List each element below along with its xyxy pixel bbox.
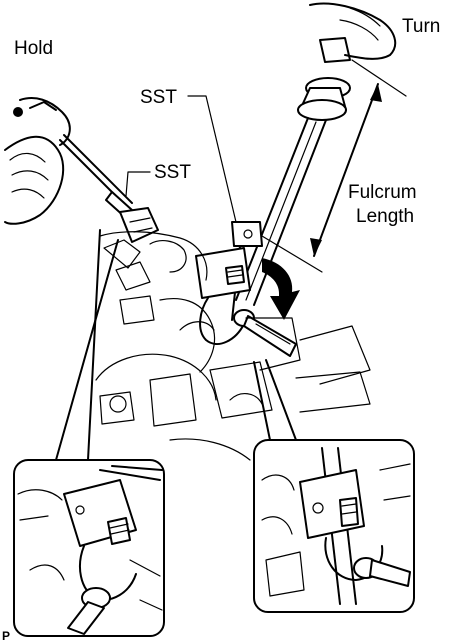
turn-label: Turn: [402, 16, 440, 37]
fulcrum-label: Fulcrum: [348, 182, 417, 203]
sst-lower-label: SST: [154, 162, 191, 183]
hold-label: Hold: [14, 38, 53, 59]
label-leaders: [125, 95, 237, 223]
reference-code: P: [2, 629, 10, 643]
right-sst-head: [195, 247, 297, 357]
callout-right: [253, 439, 415, 613]
length-label: Length: [356, 206, 414, 227]
left-sst-tool: [59, 134, 159, 243]
callout-left: [13, 459, 165, 637]
engine-body-illustration: [95, 231, 371, 461]
right-sst-handle: [231, 77, 351, 321]
sst-upper-label: SST: [140, 87, 177, 108]
left-hand-illustration: [4, 97, 71, 225]
fulcrum-dimension: [261, 59, 407, 273]
callout-lines: [55, 229, 297, 461]
rotation-arrow: [262, 258, 300, 320]
right-hand-illustration: [309, 2, 397, 63]
